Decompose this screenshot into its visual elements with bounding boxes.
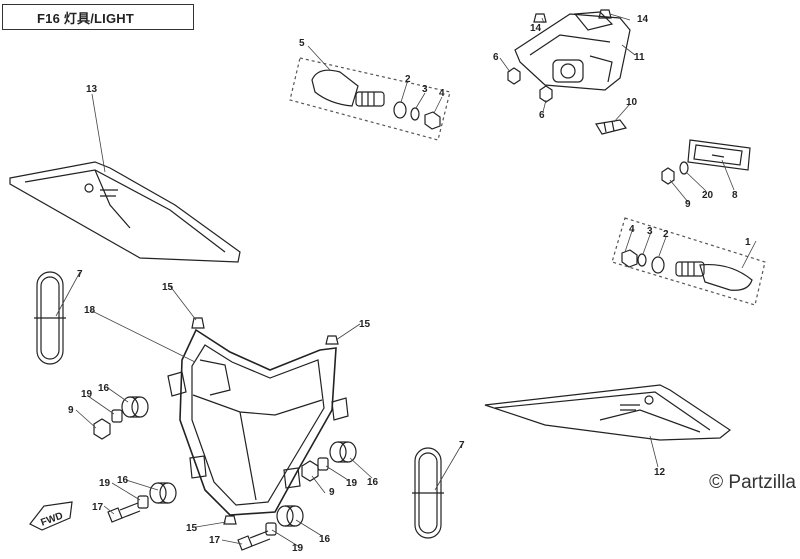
callout-17-a: 17 [92, 502, 104, 513]
callout-19-c: 19 [346, 478, 358, 489]
callout-6-upper: 6 [493, 52, 499, 63]
callout-3-left: 3 [422, 84, 428, 95]
callout-2-left: 2 [405, 74, 411, 85]
diagram-title: F16 灯具/LIGHT [2, 4, 194, 30]
callout-18: 18 [84, 305, 96, 316]
callout-15-right: 15 [359, 319, 371, 330]
part-8-plate-light[interactable] [687, 139, 751, 171]
part-14-screw-top-right[interactable] [598, 9, 612, 19]
callout-10: 10 [626, 97, 638, 108]
callout-1: 1 [745, 237, 751, 248]
callout-11: 11 [634, 52, 645, 63]
callout-14-left: 14 [530, 23, 542, 34]
part-9-nut-left[interactable] [93, 418, 111, 440]
callout-16-a: 16 [98, 383, 110, 394]
callout-3-right: 3 [647, 226, 653, 237]
callout-6-lower: 6 [539, 110, 545, 121]
callout-19-b: 19 [99, 478, 111, 489]
callout-16-d: 16 [319, 534, 331, 545]
callout-4-right: 4 [629, 224, 635, 235]
callout-16-b: 16 [117, 475, 129, 486]
part-19-collar-c[interactable] [317, 457, 329, 471]
callout-16-c: 16 [367, 477, 379, 488]
part-16-grommet-d[interactable] [276, 505, 304, 527]
part-9-nut-plate[interactable] [661, 167, 675, 185]
fwd-arrow-icon [29, 501, 73, 531]
callout-15-top: 15 [162, 282, 174, 293]
part-16-grommet-a[interactable] [121, 396, 149, 418]
part-17-bolt-a[interactable] [107, 502, 141, 523]
part-19-collar-b[interactable] [137, 495, 149, 509]
part-18-headlight[interactable] [167, 328, 349, 516]
callout-7-left: 7 [77, 269, 83, 280]
part-6-nut-tail-a[interactable] [507, 67, 521, 85]
part-14-screw-top-left[interactable] [533, 13, 547, 23]
callout-7-right: 7 [459, 440, 465, 451]
callout-13: 13 [86, 84, 98, 95]
callout-19-d: 19 [292, 543, 304, 554]
callout-9-left: 9 [68, 405, 74, 416]
callout-15-bottom: 15 [186, 523, 198, 534]
callout-9-plate: 9 [685, 199, 691, 210]
callout-14-right: 14 [637, 14, 649, 25]
watermark: © Partzilla [709, 472, 796, 493]
part-13-left-panel[interactable] [9, 161, 241, 263]
part-15-screw-a[interactable] [191, 317, 205, 329]
part-16-grommet-c[interactable] [329, 441, 357, 463]
part-9-nut-right[interactable] [301, 460, 319, 482]
callout-4-left: 4 [439, 88, 445, 99]
leader-lines [55, 13, 757, 547]
part-6-nut-tail-b[interactable] [539, 85, 553, 103]
part-7-reflector-left[interactable] [34, 271, 66, 365]
part-16-grommet-b[interactable] [149, 482, 177, 504]
callout-8: 8 [732, 190, 738, 201]
callout-17-b: 17 [209, 535, 221, 546]
part-17-bolt-b[interactable] [237, 530, 271, 551]
part-7-reflector-right[interactable] [412, 447, 444, 539]
callout-12: 12 [654, 467, 666, 478]
part-19-collar-d[interactable] [265, 522, 277, 536]
part-5-turn-signal-left[interactable] [289, 57, 451, 141]
part-15-screw-b[interactable] [325, 335, 339, 345]
callout-20: 20 [702, 190, 714, 201]
part-19-collar-a[interactable] [111, 409, 123, 423]
part-1-turn-signal-right[interactable] [611, 217, 766, 306]
callout-19-a: 19 [81, 389, 93, 400]
part-20-washer[interactable] [679, 161, 689, 175]
callout-2-right: 2 [663, 229, 669, 240]
callout-5: 5 [299, 38, 305, 49]
part-15-screw-c[interactable] [223, 515, 237, 525]
callout-9-right: 9 [329, 487, 335, 498]
part-10-clip[interactable] [595, 119, 628, 135]
part-12-right-panel[interactable] [484, 384, 732, 441]
part-11-tail-light[interactable] [514, 11, 631, 91]
